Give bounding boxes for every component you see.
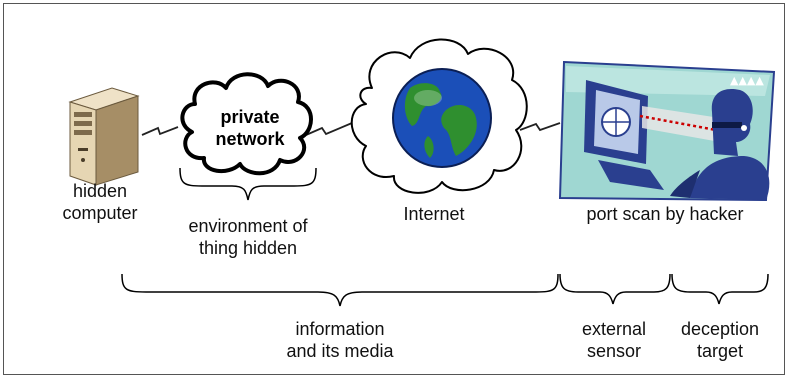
lightning-link-icon (519, 122, 561, 132)
sensor-label: external sensor (566, 318, 662, 362)
diagram-border (3, 3, 785, 375)
environment-line1: environment of (188, 216, 308, 236)
brace-information (121, 273, 559, 307)
environment-label: environment of thing hidden (168, 215, 328, 259)
brace-deception (671, 273, 769, 305)
sensor-line2: sensor (586, 341, 642, 361)
deception-line1: deception (680, 319, 760, 339)
hidden-computer-line2: computer (62, 203, 138, 223)
hacker-label: port scan by hacker (586, 204, 744, 224)
computer-tower-icon (68, 87, 140, 186)
sensor-line1: external (581, 319, 647, 339)
private-network-line1: private (220, 107, 280, 127)
cloud-icon (180, 72, 313, 176)
brace-sensor (559, 273, 671, 305)
brace-environment (179, 167, 317, 201)
private-network-label: private network (196, 106, 304, 150)
deception-line2: target (696, 341, 744, 361)
environment-line2: thing hidden (198, 238, 298, 258)
information-label: information and its media (270, 318, 410, 362)
hidden-computer-label: hidden computer (40, 180, 160, 224)
information-line2: and its media (286, 341, 394, 361)
lightning-link-icon (141, 126, 179, 136)
svg-text:▲▲▲▲: ▲▲▲▲ (730, 74, 764, 87)
private-network-line2: network (215, 129, 285, 149)
hacker-scene-icon: ▲▲▲▲ (558, 60, 776, 202)
lightning-link-icon (305, 122, 353, 136)
hidden-computer-line1: hidden (72, 181, 128, 201)
internet-label: Internet (403, 204, 465, 224)
globe-icon (392, 68, 492, 168)
deception-label: deception target (670, 318, 770, 362)
information-line1: information (295, 319, 385, 339)
